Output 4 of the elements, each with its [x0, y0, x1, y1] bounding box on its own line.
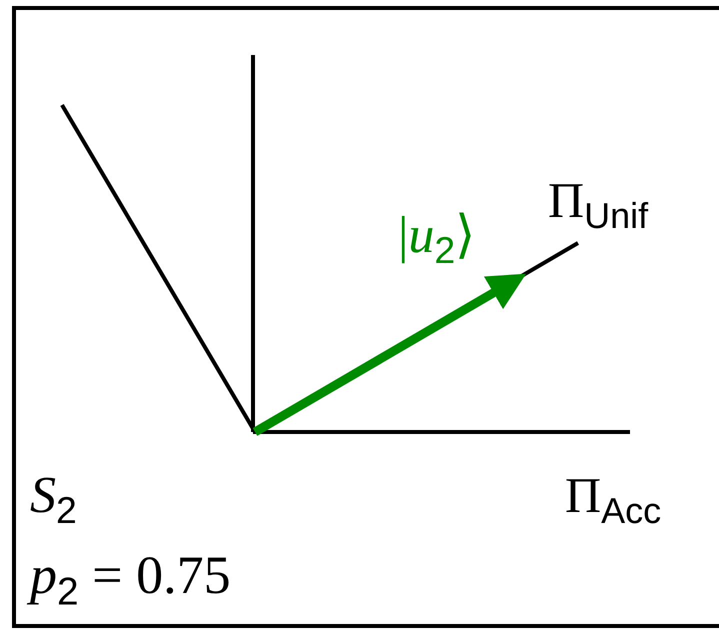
axis-label: Π$_{Unif}$ — [548, 175, 648, 234]
set-label: S$_{2}$ — [30, 470, 77, 530]
vector-label: |u$_{2}$⟩ — [398, 210, 476, 270]
axis-label: Π$_{Acc}$ — [565, 470, 662, 529]
